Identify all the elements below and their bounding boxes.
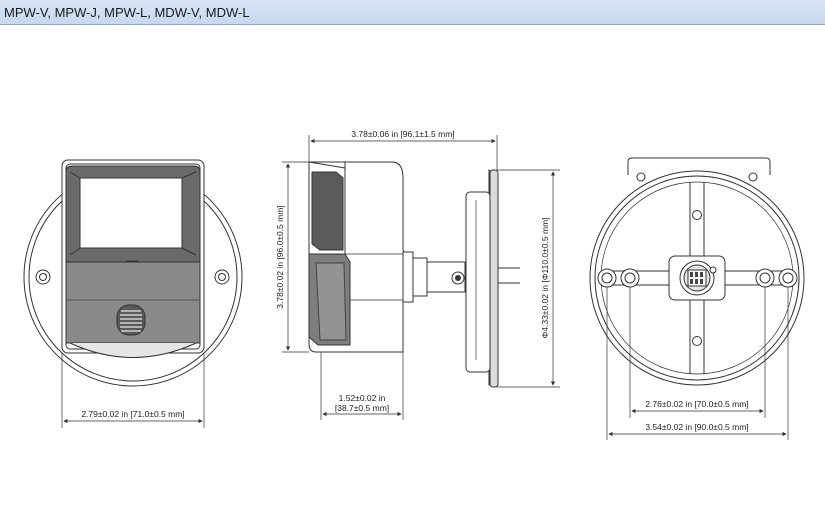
side-depth-in-label: 1.52±0.02 in: [339, 393, 386, 403]
front-width-label: 2.79±0.02 in [71.0±0.5 mm]: [81, 409, 184, 419]
back-hole-spacing-label: 2.76±0.02 in [70.0±0.5 mm]: [645, 399, 748, 409]
side-diameter-label: Φ4.33±0.02 in [Φ110.0±0.5 mm]: [540, 217, 550, 338]
page-title: MPW-V, MPW-J, MPW-L, MDW-V, MDW-L: [4, 5, 250, 20]
back-width-label: 3.54±0.02 in [90.0±0.5 mm]: [645, 422, 748, 432]
side-width-label: 3.78±0.06 in [96.1±1.5 mm]: [351, 129, 454, 139]
side-height-label: 3.78±0.02 in [96.0±0.5 mm]: [275, 205, 285, 308]
side-view: [282, 135, 560, 420]
back-view: [589, 157, 805, 440]
title-bar: MPW-V, MPW-J, MPW-L, MDW-V, MDW-L: [0, 0, 825, 25]
side-depth-mm-label: [38.7±0.5 mm]: [335, 403, 389, 413]
front-view: [23, 159, 243, 428]
